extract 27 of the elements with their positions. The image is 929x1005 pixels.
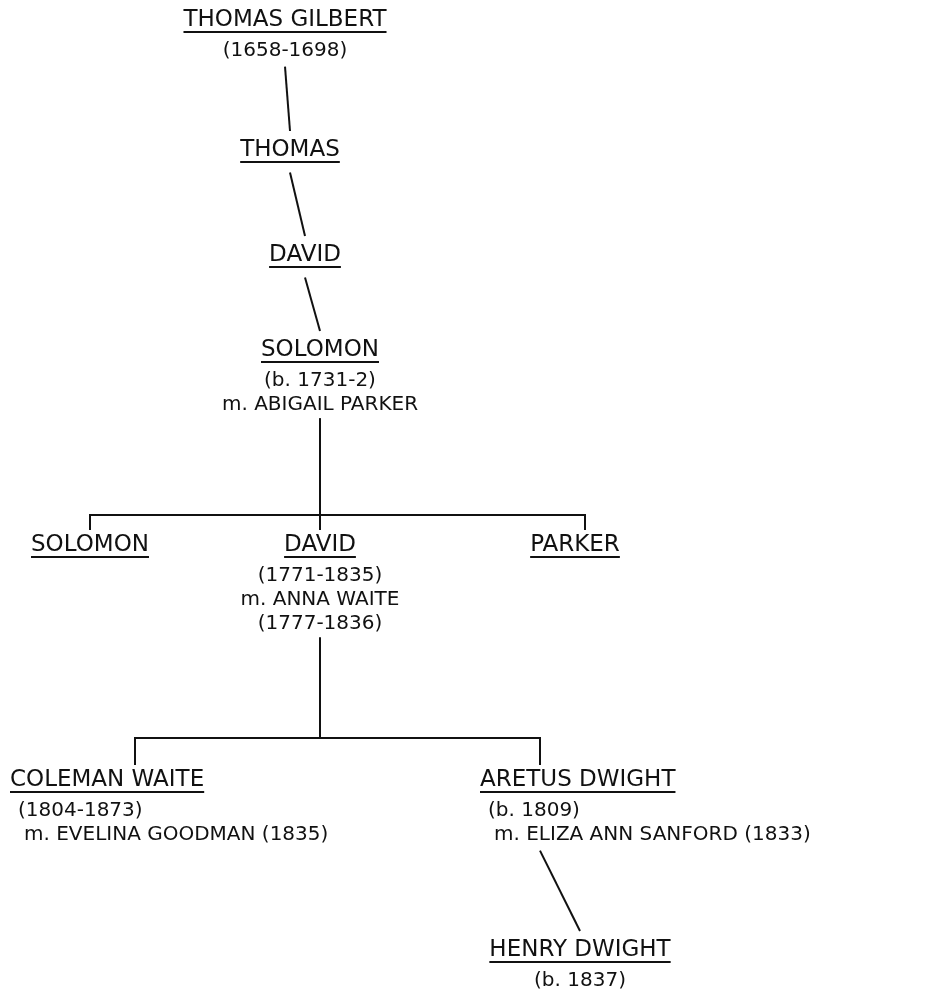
marriage-note: m. EVELINA GOODMAN (1835): [23, 820, 329, 845]
life-dates: (1804-1873): [17, 796, 143, 821]
life-dates: (b. 1731-2): [264, 366, 376, 391]
person-name: HENRY DWIGHT: [489, 935, 671, 963]
life-dates: (b. 1809): [487, 796, 580, 821]
marriage-note: (1777-1836): [257, 609, 383, 634]
marriage-note: m. ANNA WAITE: [240, 585, 400, 610]
person-name: SOLOMON: [261, 335, 379, 363]
descent-line: [319, 636, 541, 766]
life-dates: (b. 1837): [534, 966, 626, 991]
life-dates: (1658-1698): [222, 36, 348, 61]
person-name: ARETUS DWIGHT: [480, 765, 676, 793]
person-name: THOMAS: [240, 135, 340, 163]
person-name: THOMAS GILBERT: [183, 5, 387, 33]
marriage-note: m. ABIGAIL PARKER: [221, 390, 419, 415]
descent-line: [539, 849, 581, 932]
person-name: SOLOMON: [31, 530, 149, 558]
marriage-note: m. ELIZA ANN SANFORD (1833): [493, 820, 811, 845]
person-name: COLEMAN WAITE: [10, 765, 205, 793]
descent-line: [284, 65, 291, 132]
descent-line: [304, 276, 321, 332]
person-name: PARKER: [530, 530, 620, 558]
life-dates: (1771-1835): [257, 561, 383, 586]
person-name: DAVID: [284, 530, 356, 558]
descent-line: [289, 171, 306, 237]
person-name: DAVID: [269, 240, 341, 268]
descent-line: [319, 417, 586, 531]
